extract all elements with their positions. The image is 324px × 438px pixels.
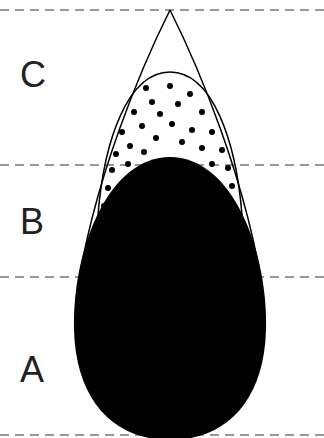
band-letter: A [20, 352, 44, 388]
band-letter: B [20, 204, 44, 240]
band-letter: C [20, 57, 46, 93]
egg-body [74, 157, 266, 438]
